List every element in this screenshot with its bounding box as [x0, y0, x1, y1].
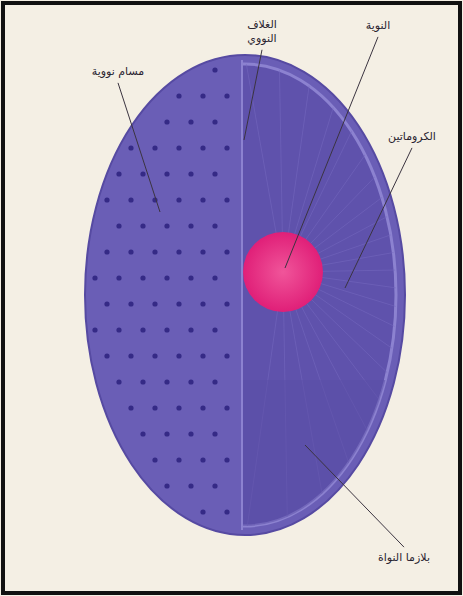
pore-dot [164, 379, 169, 384]
pore-dot [176, 197, 181, 202]
pore-dot [128, 405, 133, 410]
part-label: الغلاف النووي [238, 18, 286, 46]
pore-dot [164, 171, 169, 176]
pore-dot [164, 431, 169, 436]
pore-dot [188, 431, 193, 436]
part-label: النوية [366, 19, 390, 33]
pore-dot [200, 197, 205, 202]
pore-dot [176, 249, 181, 254]
pore-dot [92, 327, 97, 332]
pore-dot [212, 275, 217, 280]
pore-dot [176, 145, 181, 150]
pore-dot [200, 405, 205, 410]
pore-dot [116, 171, 121, 176]
pore-dot [212, 67, 217, 72]
pore-dot [140, 379, 145, 384]
frame [3, 3, 460, 593]
leader-line [305, 445, 404, 547]
part-label: بلازما النواة [378, 551, 430, 565]
pore-dot [188, 119, 193, 124]
pore-dot [152, 405, 157, 410]
leader-line [244, 50, 262, 140]
pore-dot [224, 249, 229, 254]
pore-dot [164, 275, 169, 280]
pore-dot [116, 223, 121, 228]
pore-dot [164, 223, 169, 228]
pore-dot [176, 301, 181, 306]
pore-dot [140, 327, 145, 332]
pore-dot [224, 301, 229, 306]
leader-line [285, 37, 378, 268]
pore-dot [212, 327, 217, 332]
pore-dot [212, 171, 217, 176]
pore-dot [176, 93, 181, 98]
pore-dot [200, 145, 205, 150]
pore-dot [212, 119, 217, 124]
pore-dot [188, 275, 193, 280]
leader-line [345, 148, 412, 288]
pore-dot [212, 223, 217, 228]
pore-dot [92, 275, 97, 280]
pore-dot [164, 483, 169, 488]
part-label: الكروماتين [388, 130, 436, 144]
pore-dot [140, 275, 145, 280]
pore-dot [152, 249, 157, 254]
pore-dot [152, 457, 157, 462]
nuclear-pores [92, 67, 229, 514]
pore-dot [140, 171, 145, 176]
pore-dot [128, 353, 133, 358]
pore-dot [224, 145, 229, 150]
pore-dot [212, 483, 217, 488]
pore-dot [164, 327, 169, 332]
pore-dot [152, 353, 157, 358]
pore-dot [104, 197, 109, 202]
pore-dot [200, 457, 205, 462]
pore-dot [164, 119, 169, 124]
leader-lines [118, 37, 412, 547]
pore-dot [224, 457, 229, 462]
pore-dot [128, 249, 133, 254]
pore-dot [104, 353, 109, 358]
pore-dot [140, 431, 145, 436]
pore-dot [224, 509, 229, 514]
pore-dot [188, 379, 193, 384]
pore-dot [212, 379, 217, 384]
pore-dot [128, 301, 133, 306]
pore-dot [104, 249, 109, 254]
pore-dot [188, 171, 193, 176]
pore-dot [188, 327, 193, 332]
pore-dot [200, 509, 205, 514]
pore-dot [200, 249, 205, 254]
cut-face [242, 12, 463, 560]
pore-dot [128, 145, 133, 150]
pore-dot [116, 327, 121, 332]
pore-dot [224, 93, 229, 98]
pore-dot [224, 353, 229, 358]
part-label: مسام نووية [92, 65, 144, 79]
pore-dot [188, 223, 193, 228]
pore-dot [128, 197, 133, 202]
pore-dot [116, 379, 121, 384]
nucleolus [243, 232, 323, 312]
leader-line [118, 83, 160, 212]
pore-dot [200, 93, 205, 98]
pore-dot [116, 275, 121, 280]
pore-dot [152, 301, 157, 306]
pore-dot [200, 353, 205, 358]
pore-dot [176, 457, 181, 462]
cut-edge [241, 60, 243, 530]
nucleoplasm-shade [242, 380, 442, 560]
pore-dot [212, 431, 217, 436]
pore-dot [224, 197, 229, 202]
pore-dot [104, 301, 109, 306]
pore-dot [140, 223, 145, 228]
pore-dot [152, 145, 157, 150]
pore-dot [176, 353, 181, 358]
pore-dot [224, 405, 229, 410]
pore-dot [176, 405, 181, 410]
pore-dot [200, 301, 205, 306]
pore-dot [188, 483, 193, 488]
